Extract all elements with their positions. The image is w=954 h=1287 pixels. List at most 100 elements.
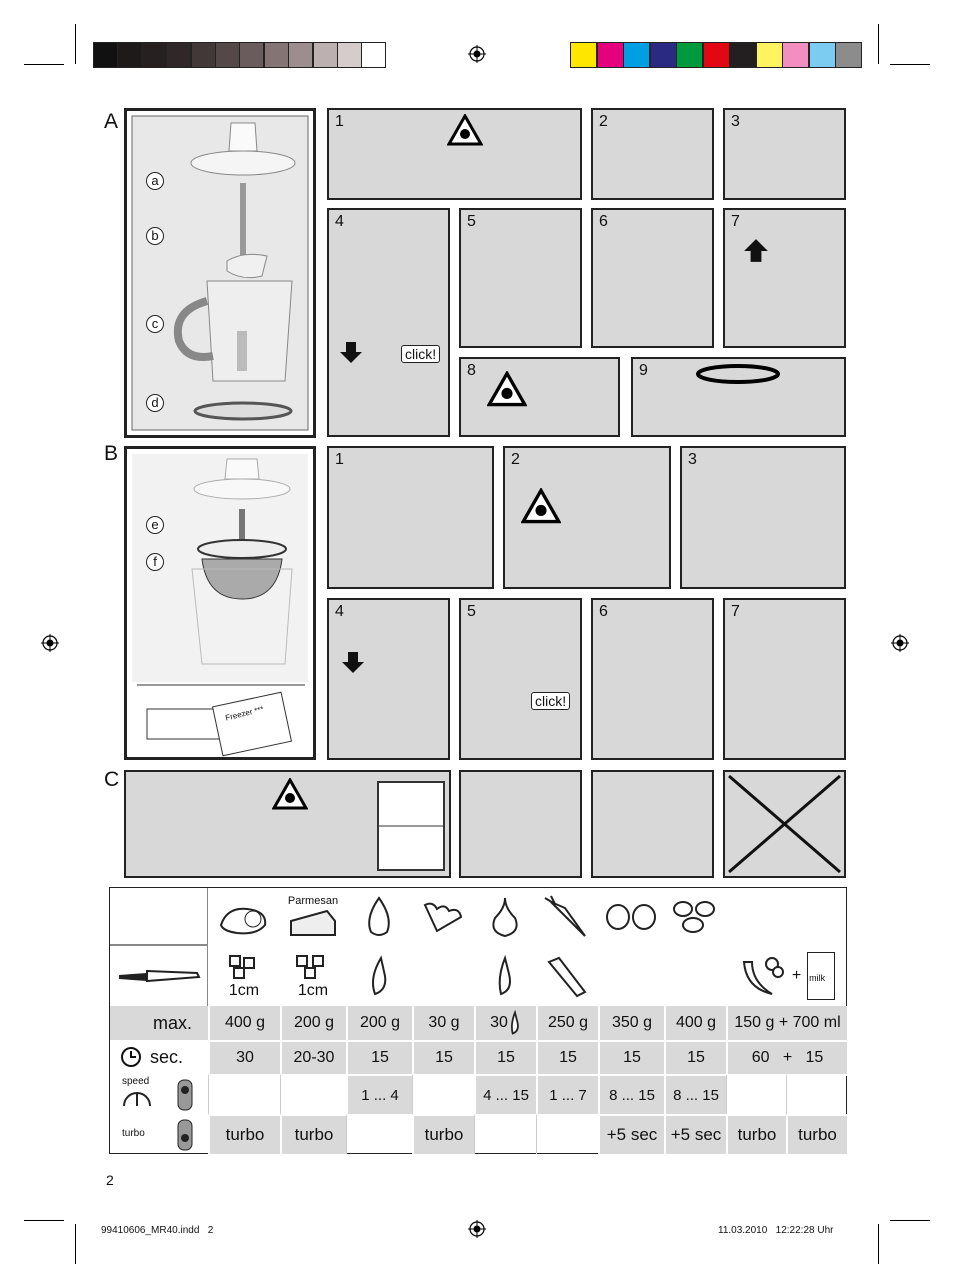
carrot-icon	[536, 888, 598, 946]
arrow-up-icon	[744, 239, 768, 262]
clock-icon	[121, 1047, 141, 1067]
gray-swatch	[337, 42, 362, 68]
gray-swatch	[263, 42, 289, 68]
step-number: 3	[731, 113, 740, 130]
crop-mark	[878, 24, 879, 64]
step-b-3: 3	[680, 446, 846, 589]
sec-value-carrot: 15	[536, 1040, 598, 1074]
carrot-piece-icon	[536, 946, 598, 1006]
sec-value-walnut: 15	[598, 1040, 664, 1074]
gray-swatch	[141, 42, 167, 68]
footer-right: 11.03.2010 12:22:28 Uhr	[718, 1225, 834, 1236]
parsley-icon	[412, 888, 474, 946]
speed-value-cell	[412, 1074, 474, 1114]
max-value-parsley: 30 g	[412, 1006, 474, 1040]
speed-dial-icon	[123, 1092, 151, 1107]
step-number: 6	[599, 213, 608, 230]
crop-mark	[24, 1220, 64, 1221]
crop-mark	[878, 1224, 879, 1264]
turbo-value-cell: turbo	[786, 1114, 847, 1154]
crop-mark	[75, 1224, 76, 1264]
cheese-icon	[290, 909, 336, 936]
turbo-value-cell	[346, 1114, 412, 1154]
gray-swatch	[361, 42, 387, 68]
step-b-5: 5 click!	[459, 598, 582, 760]
step-a-7: 7	[723, 208, 846, 348]
gray-swatch	[312, 42, 338, 68]
turbo-value-cell	[536, 1114, 598, 1154]
speed-value-cell: 8 ... 15	[598, 1074, 664, 1114]
step-number: 8	[467, 362, 476, 379]
step-number: 1	[335, 113, 344, 130]
step-number: 6	[599, 603, 608, 620]
milk-label: milk	[809, 973, 826, 983]
section-letter-c: C	[104, 768, 120, 791]
step-b-7: 7	[723, 598, 846, 760]
speed-value-cell	[280, 1074, 346, 1114]
turbo-value-cell: turbo	[726, 1114, 786, 1154]
garlic-clove-icon	[510, 1010, 519, 1035]
dishwasher-icon	[377, 781, 445, 871]
speed-value-cell: 1 ... 4	[346, 1074, 412, 1114]
step-a-1: 1	[327, 108, 582, 200]
color-swatch	[649, 42, 677, 68]
knife-icon	[118, 969, 201, 983]
max-value-parmesan: 200 g	[280, 1006, 346, 1040]
step-number: 4	[335, 213, 344, 230]
meat-icon	[208, 888, 280, 946]
callout-a: a	[146, 172, 164, 190]
warning-blade-icon	[272, 778, 308, 810]
step-b-6: 6	[591, 598, 714, 760]
gray-swatch	[117, 42, 143, 68]
color-swatch	[596, 42, 624, 68]
speed-label: speed	[122, 1076, 150, 1087]
step-a-2: 2	[591, 108, 714, 200]
crop-mark	[890, 1220, 930, 1221]
warning-blade-icon	[521, 488, 561, 524]
gray-swatch	[190, 42, 216, 68]
step-a-8: 8	[459, 357, 620, 437]
section-letter-b: B	[104, 442, 119, 465]
step-number: 2	[511, 451, 520, 468]
onion-icon	[346, 888, 412, 946]
step-b-2: 2	[503, 446, 671, 589]
speed-value-cell: 4 ... 15	[474, 1074, 536, 1114]
walnut-icon	[598, 888, 664, 946]
speed-value-cell	[786, 1074, 847, 1114]
sec-value-meat: 30	[208, 1040, 280, 1074]
parmesan-label: Parmesan	[287, 895, 339, 907]
banana-berries-icon	[742, 957, 784, 995]
registration-mark-icon	[891, 634, 909, 652]
garlic-icon	[474, 888, 536, 946]
plus-sign: +	[791, 967, 802, 984]
sec-value-garlic: 15	[474, 1040, 536, 1074]
blender-handle-icon	[177, 1079, 193, 1111]
step-a-3: 3	[723, 108, 846, 200]
onion-wedge-icon	[346, 946, 412, 1006]
step-number: 1	[335, 451, 344, 468]
speed-value-cell	[726, 1074, 786, 1114]
max-label: max.	[110, 1006, 208, 1040]
step-a-5: 5	[459, 208, 582, 348]
crop-mark	[75, 24, 76, 64]
table-corner	[110, 888, 208, 946]
step-number: 9	[639, 362, 648, 379]
color-swatch	[676, 42, 703, 68]
ice-crusher-assembly-illustration	[132, 454, 308, 757]
shake-ingredients-cell: + milk	[726, 946, 847, 1006]
meat-cut-cell: 1cm	[208, 946, 280, 1006]
registration-mark-icon	[468, 1220, 486, 1238]
step-a-6: 6	[591, 208, 714, 348]
step-number: 7	[731, 603, 740, 620]
anti-slip-base-icon	[696, 364, 780, 384]
step-number: 5	[467, 603, 476, 620]
gray-swatch	[166, 42, 192, 68]
gray-swatch	[215, 42, 240, 68]
color-swatch	[782, 42, 809, 68]
section-letter-a: A	[104, 110, 119, 133]
chopper-assembly-illustration	[131, 115, 309, 431]
sec-value-almond: 15	[664, 1040, 726, 1074]
turbo-label: turbo	[122, 1128, 145, 1139]
processing-table: Parmesan 1cm 1cm + milk max. 400 g 200 g…	[109, 887, 847, 1154]
speed-value-cell	[208, 1074, 280, 1114]
